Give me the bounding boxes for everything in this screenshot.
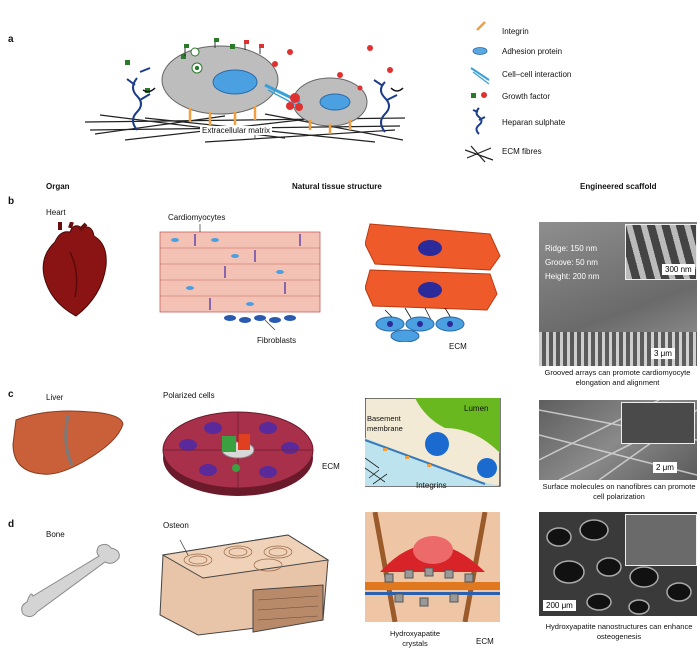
- liver-scale-bar: 2 μm: [653, 462, 677, 473]
- header-natural-tissue: Natural tissue structure: [292, 182, 382, 191]
- hydroxyapatite-inset: [625, 514, 697, 566]
- cardiomyocyte-ecm-diagram: [365, 223, 501, 342]
- nanofibre-sem: 2 μm: [539, 400, 697, 480]
- cell-adhesion-diagram: [85, 38, 406, 143]
- panel-d-label: d: [8, 519, 15, 530]
- nucleus-2: [319, 93, 351, 111]
- cardiomyocytes-label: Cardiomyocytes: [168, 213, 226, 222]
- heart-image: [42, 222, 107, 317]
- liver-label: Liver: [46, 393, 64, 402]
- nanofibre-inset: [621, 402, 695, 444]
- hydroxyapatite-diagram: [365, 512, 500, 622]
- integrins-label: Integrins: [416, 481, 447, 490]
- polarized-cells-diagram: [162, 411, 314, 496]
- cardiomyocyte-diagram: [159, 224, 321, 331]
- ecm-label: Extracellular matrix: [200, 126, 273, 135]
- hydroxyapatite-label: Hydroxyapatite crystals: [389, 629, 441, 648]
- legend-growth-factor: Growth factor: [502, 92, 551, 101]
- legend-cell-cell-interaction: Cell–cell interaction: [502, 70, 572, 79]
- integrins: [188, 106, 352, 134]
- groove-label: Groove: 50 nm: [545, 258, 598, 267]
- legend-heparan-sulphate: Heparan sulphate: [502, 118, 566, 127]
- bone-ecm-label: ECM: [476, 637, 494, 646]
- ridge-label: Ridge: 150 nm: [545, 244, 598, 253]
- growth-factors: [125, 44, 393, 93]
- heparan-sulphate-icon: [472, 107, 486, 135]
- bone-image: [21, 543, 120, 618]
- header-organ: Organ: [46, 182, 70, 191]
- legend-integrin: Integrin: [502, 27, 529, 36]
- integrin-icon: [476, 21, 486, 31]
- cell-cell-interaction-icon: [470, 67, 490, 85]
- heparan-chains: [126, 67, 398, 133]
- legend-adhesion-protein: Adhesion protein: [502, 47, 563, 56]
- nucleus-1: [212, 69, 258, 95]
- hydroxyapatite-sem: 200 μm: [539, 512, 697, 616]
- lumen-label: Lumen: [464, 404, 489, 413]
- liver-caption: Surface molecules on nanofibres can prom…: [542, 482, 696, 501]
- liver-image: [12, 410, 124, 475]
- legend-ecm-fibres: ECM fibres: [502, 147, 542, 156]
- panel-b-label: b: [8, 196, 15, 207]
- header-engineered-scaffold: Engineered scaffold: [580, 182, 657, 191]
- liver-ecm-label: ECM: [322, 462, 340, 471]
- heart-scale-bar: 3 μm: [651, 348, 675, 359]
- panel-a-label: a: [8, 34, 14, 45]
- height-label: Height: 200 nm: [545, 272, 600, 281]
- bone-label: Bone: [46, 530, 65, 539]
- growth-factor-icon: [471, 92, 487, 98]
- adhesion-protein-icon: [472, 47, 488, 55]
- bone-scale-bar: 200 μm: [543, 600, 576, 611]
- inset-scale-bar: 300 nm: [662, 264, 695, 275]
- osteon-diagram: [159, 534, 330, 636]
- liver-cell-polarity-diagram: [365, 398, 501, 487]
- bone-caption: Hydroxyapatite nanostructures can enhanc…: [545, 622, 693, 641]
- osteon-label: Osteon: [163, 521, 189, 530]
- heart-ecm-label: ECM: [449, 342, 467, 351]
- heart-label: Heart: [46, 208, 66, 217]
- heart-caption: Grooved arrays can promote cardiomyocyte…: [544, 368, 691, 387]
- fibroblast-cells: [224, 315, 296, 323]
- fibroblasts-label: Fibroblasts: [257, 336, 297, 345]
- polarized-cells-label: Polarized cells: [163, 391, 215, 400]
- ecm-fibres-icon: [465, 145, 494, 163]
- grooved-array-sem: Ridge: 150 nm Groove: 50 nm Height: 200 …: [539, 222, 697, 366]
- panel-c-label: c: [8, 389, 14, 400]
- basement-membrane-label: Basement membrane: [367, 414, 415, 434]
